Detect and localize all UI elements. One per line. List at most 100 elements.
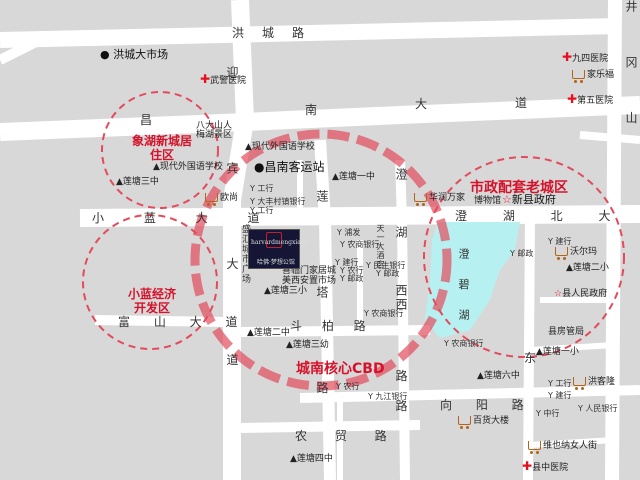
poi-changnan-station[interactable]: ●昌南客运站 [254,160,325,174]
hospital-cross-icon: ✚ [522,459,533,473]
bank-2[interactable]: Y 大丰村镇银行 [250,197,306,206]
road-huxi: 湖 西 路 [394,226,408,410]
bank-3[interactable]: Y 工行 [250,206,274,215]
logo-mark-icon [266,232,282,248]
bank-16[interactable]: Y 建行 [548,391,572,400]
poi-waiguoyu-2[interactable]: ▲现代外国语学校 [153,162,223,172]
bank-6[interactable]: Y 建行 [335,258,359,267]
school-triangle-icon: ▲ [332,172,339,182]
road-changnan-1: 昌 [140,113,154,127]
poi-weiyena[interactable]: 维也纳女人街 [528,441,597,454]
logo-text-left: harvard [251,239,275,246]
school-triangle-icon: ▲ [264,286,271,296]
poi-tiande[interactable]: 天一大酒店 [376,224,385,269]
poi-county-gov[interactable]: ☆县人民政府 [554,289,608,299]
poi-hongcheng-market[interactable]: ● 洪城大市场 [100,48,169,61]
school-triangle-icon: ▲ [536,347,543,357]
poi-jiusi-hospital[interactable]: ✚九四医院 [562,50,609,64]
poi-hongkelong[interactable]: 洪客隆 [573,377,615,390]
dot-icon: ● [100,48,114,61]
hospital-cross-icon: ✚ [567,92,578,106]
poi-woerma[interactable]: 沃尔玛 [555,247,597,260]
school-triangle-icon: ▲ [247,328,254,338]
hospital-cross-icon: ✚ [200,72,211,86]
bank-4[interactable]: Y 浦发 [337,228,361,237]
school-triangle-icon: ▲ [290,454,297,464]
poi-liantang-2x[interactable]: ▲莲塘二小 [566,263,609,273]
poi-waiguoyu-1[interactable]: ▲现代外国语学校 [245,142,315,152]
bank-19[interactable]: Y 九江银行 [368,392,408,401]
bank-17[interactable]: Y 人民银行 [578,404,618,413]
poi-wujing-hospital[interactable]: ✚武警医院 [200,72,247,86]
poi-liantang-6z[interactable]: ▲莲塘六中 [477,371,520,381]
poi-liantang-2z[interactable]: ▲莲塘二中 [247,328,290,338]
poi-ouzhou[interactable]: 欧尚 [205,193,238,206]
bank-7[interactable]: Y 农行 [340,266,364,275]
poi-liantang-4z[interactable]: ▲莲塘四中 [290,454,333,464]
road-douzhu: 斗 柏 路 [290,319,374,333]
poi-huarun[interactable]: 华润万家 [414,193,465,206]
zone-label-xiaolan[interactable]: 小蓝经济开发区 [127,287,176,316]
road-xiangyang: 向 阳 路 [440,398,534,412]
poi-liantang-3x[interactable]: ▲莲塘三小 [264,286,307,296]
road-fushan: 富 山 大 道 [118,315,248,329]
bank-18[interactable]: Y 农行 [336,382,360,391]
shopping-cart-icon [528,441,541,454]
poi-county-housing[interactable]: 县房管局 [548,327,585,337]
road-xiaolan: 小 蓝 大 道 [92,211,278,225]
poi-liantang-1z[interactable]: ▲莲塘一中 [332,172,375,182]
poi-bowuguan[interactable]: 博物馆 [474,196,502,206]
bank-20[interactable]: Y 中行 [536,409,560,418]
bank-10[interactable]: Y 邮政 [376,269,400,278]
poi-new-gov[interactable]: ☆新县政府 [502,193,556,206]
bank-1[interactable]: Y 工行 [250,184,274,193]
poi-bada-shanren[interactable]: 八大山人梅湖景区 [195,121,232,140]
hospital-cross-icon: ✚ [562,50,573,64]
bank-9[interactable]: Y 民生银行 [366,261,406,270]
school-triangle-icon: ▲ [245,142,252,152]
bank-15[interactable]: Y 工行 [548,379,572,388]
poi-liantang-1x[interactable]: ▲莲塘一小 [536,347,579,357]
shopping-cart-icon [458,416,471,429]
road-changnan-2: 南 [305,103,319,117]
government-star-icon: ☆ [554,289,563,299]
project-logo[interactable]: harvard mengxiang 哈佛·梦想公馆 [248,229,309,269]
poi-shenghui-square[interactable]: 盛汇城市广场 [240,224,250,284]
shopping-cart-icon [555,247,568,260]
road-hongcheng: 洪城路 [232,26,323,40]
poi-county-hospital[interactable]: ✚县中医院 [522,459,569,473]
bank-12[interactable]: Y 邮政 [510,249,534,258]
poi-liantang-3z[interactable]: ▲莲塘三中 [116,177,159,187]
road-changnan-4: 道 [515,96,529,110]
logo-text-right: mengxiang [275,239,309,246]
zone-ring-xianghu [101,91,219,209]
shopping-cart-icon [572,70,585,83]
bank-8[interactable]: Y 邮政 [340,274,364,283]
poi-liantang-3y[interactable]: ▲莲塘三幼 [286,340,329,350]
road-chenghu-north: 澄 湖 北 大 道 [455,209,640,223]
zone-label-xianghu[interactable]: 象湖新城居住区 [132,134,193,163]
zone-ring-cbd [190,129,452,391]
road-nongmao: 农 贸 路 [295,429,399,443]
zone-label-cbd[interactable]: 城南核心CBD [296,361,385,377]
school-triangle-icon: ▲ [286,340,293,350]
road-changnan-3: 大 [415,97,429,111]
zone-label-laocheng[interactable]: 市政配套老城区 [470,180,568,196]
poi-diwu-hospital[interactable]: ✚第五医院 [567,92,614,106]
school-triangle-icon: ▲ [153,162,160,172]
bank-13[interactable]: Y 建行 [548,237,572,246]
poi-jialefu[interactable]: 家乐福 [572,70,614,83]
poi-yuanwang-jiaju[interactable]: 美西安置市场 [282,276,337,286]
road-yingbin: 迎 宾 大 道 [225,66,239,406]
school-triangle-icon: ▲ [566,263,573,273]
bank-11[interactable]: Y 农商银行 [364,309,404,318]
poi-chengbi-lake[interactable]: 澄 碧 湖 [457,248,470,328]
logo-text-bottom: 哈佛·梦想公馆 [257,259,295,266]
poi-baihuo[interactable]: 百货大楼 [458,416,509,429]
bank-14[interactable]: Y 农商银行 [444,339,484,348]
school-triangle-icon: ▲ [116,177,123,187]
poi-kaiyue-jiaju[interactable]: 喜临门家居城 [282,266,337,276]
bank-5[interactable]: Y 农商银行 [340,240,380,249]
